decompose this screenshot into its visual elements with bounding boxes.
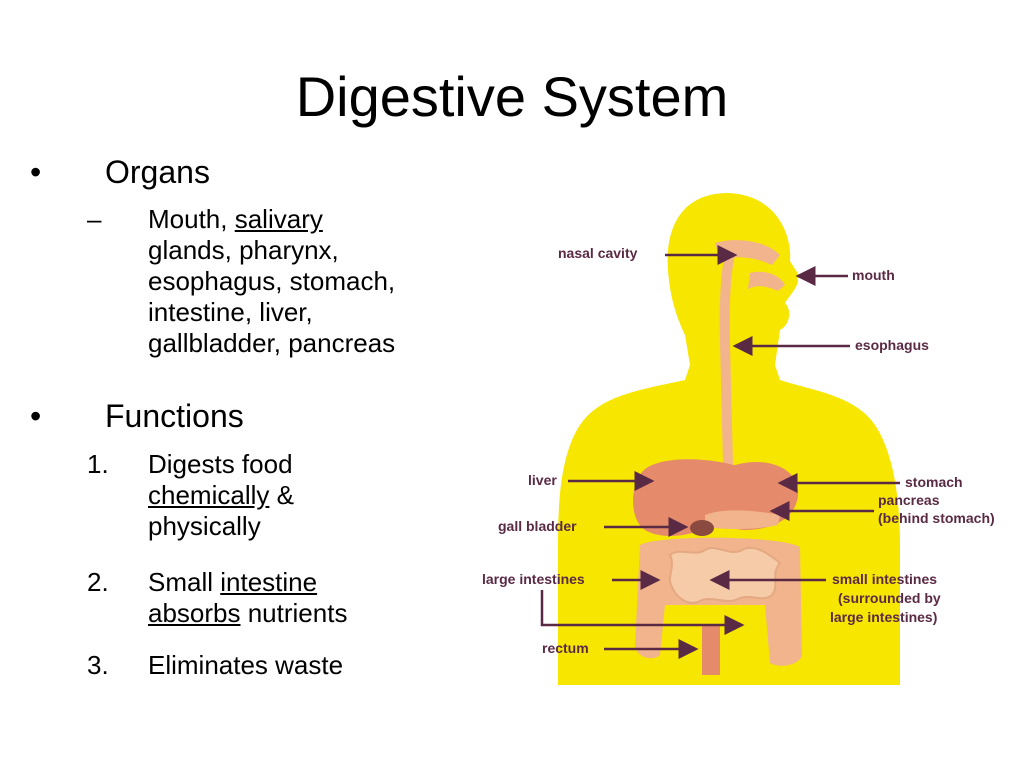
salivary-link: salivary	[234, 204, 323, 234]
chemically-link: chemically	[148, 480, 270, 510]
intestine-link: intestine	[220, 567, 318, 597]
organs-line2: glands, pharynx,	[148, 235, 339, 265]
function-1-line1: Digests food	[148, 449, 293, 479]
label-rectum: rectum	[542, 640, 589, 656]
organs-line4: intestine, liver,	[148, 297, 313, 327]
function-item-2-text: Small intestine absorbs nutrients	[148, 567, 347, 629]
item-number: 1.	[87, 449, 109, 479]
item-number: 2.	[87, 567, 109, 597]
item-number: 3.	[87, 650, 109, 680]
label-large-intestines: large intestines	[482, 571, 585, 587]
label-small-intestines-note1: (surrounded by	[838, 590, 941, 606]
functions-heading: Functions	[105, 398, 244, 434]
organs-heading: Organs	[105, 154, 210, 190]
function-1-line3: physically	[148, 511, 261, 541]
organs-line3: esophagus, stomach,	[148, 266, 396, 296]
organs-line5: gallbladder, pancreas	[148, 328, 396, 358]
face-profile	[780, 245, 800, 285]
function-2-line2-post: nutrients	[240, 598, 348, 628]
function-item-1-text: Digests food chemically & physically	[148, 449, 294, 542]
label-stomach: stomach	[905, 474, 963, 490]
label-liver: liver	[528, 472, 557, 488]
label-small-intestines-note2: large intestines)	[830, 609, 937, 625]
label-gall-bladder: gall bladder	[498, 518, 577, 534]
organs-text: Mouth, salivary glands, pharynx, esophag…	[148, 204, 395, 359]
small-intestines-shape	[668, 546, 782, 604]
mouth-shape	[748, 271, 785, 291]
rectum-shape	[702, 625, 720, 675]
label-mouth: mouth	[852, 267, 895, 283]
slide-title: Digestive System	[295, 65, 729, 128]
label-small-intestines: small intestines	[832, 571, 937, 587]
label-esophagus: esophagus	[855, 337, 929, 353]
function-3-line1: Eliminates waste	[148, 650, 344, 680]
organs-line1-pre: Mouth,	[148, 204, 235, 234]
gall-bladder-shape	[690, 520, 714, 536]
function-2-line1-pre: Small	[148, 567, 221, 597]
bullet-mark: •	[30, 154, 42, 190]
label-nasal-cavity: nasal cavity	[558, 245, 638, 261]
bullet-mark: •	[30, 398, 42, 434]
function-1-line2-post: &	[269, 480, 294, 510]
function-item-3-text: Eliminates waste	[148, 650, 343, 681]
label-pancreas-note: (behind stomach)	[878, 510, 995, 526]
absorbs-link: absorbs	[148, 598, 241, 628]
digestive-system-diagram: nasal cavity mouth esophagus liver stoma…	[482, 193, 995, 685]
esophagus-shape	[719, 250, 735, 470]
dash-mark: –	[87, 204, 102, 234]
label-pancreas: pancreas	[878, 492, 940, 508]
pancreas-shape	[705, 510, 780, 530]
